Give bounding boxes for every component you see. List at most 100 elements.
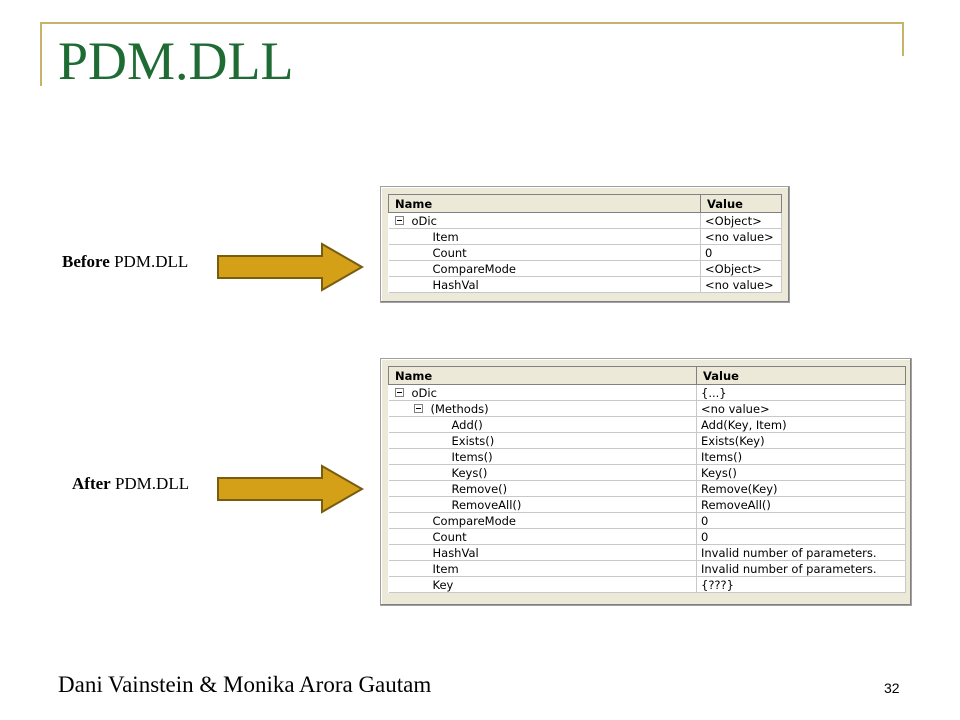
variable-value[interactable]: <no value> xyxy=(700,228,782,245)
table-row[interactable]: oDic <Object> xyxy=(388,212,782,229)
name-cell[interactable]: oDic xyxy=(388,384,697,401)
name-cell-content: CompareMode xyxy=(389,513,697,528)
before-arrow-icon xyxy=(217,242,365,292)
name-cell-content: RemoveAll() xyxy=(389,497,697,512)
variable-name: oDic xyxy=(411,385,437,400)
name-cell-content: oDic xyxy=(389,213,701,228)
name-cell[interactable]: Exists() xyxy=(388,432,697,449)
name-cell-content: HashVal xyxy=(389,277,701,292)
table-row[interactable]: Item<no value> xyxy=(388,228,782,245)
variable-name: Count xyxy=(432,245,467,260)
variable-value[interactable]: {???} xyxy=(696,576,906,593)
table-row[interactable]: Items()Items() xyxy=(388,448,906,465)
variable-name: (Methods) xyxy=(430,401,489,416)
name-cell-content: Exists() xyxy=(389,433,697,448)
name-cell-content: Count xyxy=(389,529,697,544)
table-row[interactable]: CompareMode<Object> xyxy=(388,260,782,277)
name-cell-content: Item xyxy=(389,561,697,576)
name-cell-content: Remove() xyxy=(389,481,697,496)
slide-frame-top-rule xyxy=(40,22,904,24)
variable-name: RemoveAll() xyxy=(451,497,522,512)
name-cell[interactable]: Keys() xyxy=(388,464,697,481)
name-cell[interactable]: CompareMode xyxy=(388,512,697,529)
name-cell[interactable]: Add() xyxy=(388,416,697,433)
variable-value[interactable]: <no value> xyxy=(696,400,906,417)
variable-name: CompareMode xyxy=(432,513,517,528)
variable-name: Item xyxy=(432,561,459,576)
table-row[interactable]: HashVal<no value> xyxy=(388,276,782,293)
before-label: Before PDM.DLL xyxy=(62,252,188,272)
name-cell[interactable]: Key xyxy=(388,576,697,593)
collapse-toggle-icon[interactable] xyxy=(394,388,404,397)
after-label-bold: After xyxy=(72,474,111,493)
name-cell-content: CompareMode xyxy=(389,261,701,276)
collapse-toggle-icon[interactable] xyxy=(413,404,423,413)
table-row[interactable]: RemoveAll() RemoveAll() xyxy=(388,496,906,513)
table-row[interactable]: oDic {...} xyxy=(388,384,906,401)
variable-value[interactable]: RemoveAll() xyxy=(696,496,906,513)
page-number: 32 xyxy=(884,680,900,696)
variable-value[interactable]: <Object> xyxy=(700,212,782,229)
before-label-text: PDM.DLL xyxy=(109,252,189,271)
name-cell[interactable]: RemoveAll() xyxy=(388,496,697,513)
after-watch-grid: Name Value oDic{...}(Methods)<no value>A… xyxy=(388,366,906,593)
name-cell-content: Item xyxy=(389,229,701,244)
header-name[interactable]: Name xyxy=(388,366,697,385)
table-row[interactable]: Keys() Keys() xyxy=(388,464,906,481)
name-cell[interactable]: Items() xyxy=(388,448,697,465)
after-label: After PDM.DLL xyxy=(72,474,189,494)
variable-name: oDic xyxy=(411,213,437,228)
variable-name: Add() xyxy=(451,417,483,432)
table-row[interactable]: (Methods) <no value> xyxy=(388,400,906,417)
name-cell[interactable]: HashVal xyxy=(388,544,697,561)
variable-value[interactable]: Invalid number of parameters. xyxy=(696,544,906,561)
header-name[interactable]: Name xyxy=(388,194,701,213)
variable-value[interactable]: <no value> xyxy=(700,276,782,293)
table-row[interactable]: HashVal Invalid number of parameters. xyxy=(388,544,906,561)
variable-value[interactable]: Remove(Key) xyxy=(696,480,906,497)
table-row[interactable]: CompareMode 0 xyxy=(388,512,906,529)
name-cell[interactable]: Count xyxy=(388,244,701,261)
variable-value[interactable]: 0 xyxy=(700,244,782,261)
variable-value[interactable]: <Object> xyxy=(700,260,782,277)
table-row[interactable]: Add() Add(Key, Item) xyxy=(388,416,906,433)
variable-name: Exists() xyxy=(451,433,495,448)
variable-value[interactable]: 0 xyxy=(696,512,906,529)
table-row[interactable]: Count 0 xyxy=(388,244,782,261)
variable-name: Key xyxy=(432,577,454,592)
name-cell[interactable]: oDic xyxy=(388,212,701,229)
name-cell[interactable]: Count xyxy=(388,528,697,545)
before-watch-grid: Name Value oDic<Object>Item<no value>Cou… xyxy=(388,194,782,293)
table-row[interactable]: Exists() Exists(Key) xyxy=(388,432,906,449)
variable-value[interactable]: Exists(Key) xyxy=(696,432,906,449)
variable-value[interactable]: 0 xyxy=(696,528,906,545)
slide-frame-right-rule xyxy=(902,22,904,56)
header-value[interactable]: Value xyxy=(696,366,906,385)
variable-value[interactable]: Keys() xyxy=(696,464,906,481)
before-label-bold: Before xyxy=(62,252,110,271)
name-cell[interactable]: HashVal xyxy=(388,276,701,293)
name-cell[interactable]: Item xyxy=(388,228,701,245)
variable-value[interactable]: Invalid number of parameters. xyxy=(696,560,906,577)
name-cell[interactable]: (Methods) xyxy=(388,400,697,417)
table-row[interactable]: Key {???} xyxy=(388,576,906,593)
table-row[interactable]: Remove()Remove(Key) xyxy=(388,480,906,497)
variable-name: Keys() xyxy=(451,465,488,480)
name-cell[interactable]: CompareMode xyxy=(388,260,701,277)
name-cell-content: Keys() xyxy=(389,465,697,480)
variable-value[interactable]: {...} xyxy=(696,384,906,401)
variable-name: HashVal xyxy=(432,545,479,560)
footer-authors: Dani Vainstein & Monika Arora Gautam xyxy=(58,672,432,697)
table-row[interactable]: Item Invalid number of parameters. xyxy=(388,560,906,577)
collapse-toggle-icon[interactable] xyxy=(394,216,404,225)
variable-value[interactable]: Add(Key, Item) xyxy=(696,416,906,433)
variable-value[interactable]: Items() xyxy=(696,448,906,465)
name-cell[interactable]: Remove() xyxy=(388,480,697,497)
name-cell-content: Count xyxy=(389,245,701,260)
header-value[interactable]: Value xyxy=(700,194,782,213)
name-cell-content: Items() xyxy=(389,449,697,464)
name-cell-content: Key xyxy=(389,577,697,592)
name-cell[interactable]: Item xyxy=(388,560,697,577)
